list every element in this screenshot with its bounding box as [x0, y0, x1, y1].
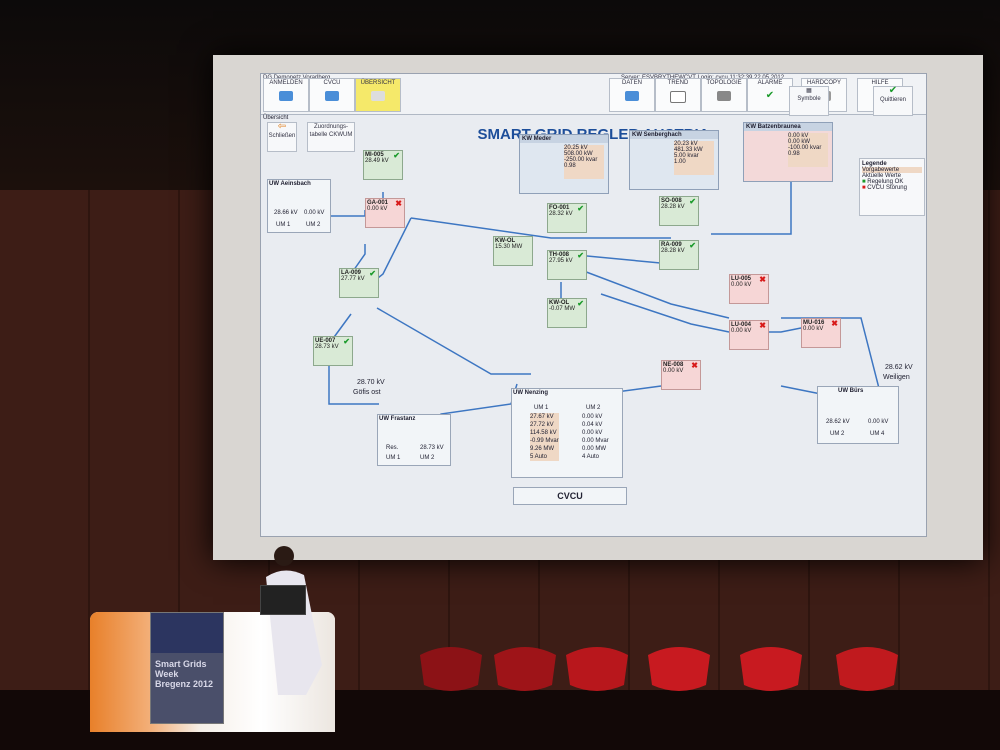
ok-check-icon: ✔ — [369, 269, 376, 278]
node-mu-016[interactable]: MU-016✖0.00 kV — [801, 318, 841, 348]
laptop — [260, 585, 306, 615]
ok-check-icon: ✔ — [343, 337, 350, 346]
menu-alarme-button[interactable]: ALARME✔ — [747, 78, 793, 112]
alarm-cross-icon: ✖ — [691, 361, 698, 370]
node-mi-005[interactable]: MI-005✔28.49 kV — [363, 150, 403, 180]
node-la-009[interactable]: LA-009✔27.77 kV — [339, 268, 379, 298]
ok-check-icon: ✔ — [689, 241, 696, 250]
node-th-008[interactable]: TH-008✔27.95 kV — [547, 250, 587, 280]
menu-anmelden-button[interactable]: ANMELDEN — [263, 78, 309, 112]
arrow-left-icon: ⇦ — [277, 121, 287, 132]
alarm-square-icon: ■ — [862, 185, 866, 191]
alarm-cross-icon: ✖ — [759, 321, 766, 330]
node-lu-004[interactable]: LU-004✖0.00 kV — [729, 320, 769, 350]
substation-aeinsbach[interactable]: UW Aeinsbach 28.66 kV 0.00 kV UM 1 UM 2 — [267, 179, 331, 233]
node-ga-001[interactable]: GA-001✖0.00 kV — [365, 198, 405, 228]
alarm-cross-icon: ✖ — [831, 319, 838, 328]
ok-check-icon: ✔ — [393, 151, 400, 160]
legend: Legende Vorgabewerte Aktuelle Werte ■ Re… — [859, 158, 925, 216]
voltage-label: 28.70 kV — [357, 379, 385, 386]
ok-check-icon: ✔ — [577, 299, 584, 308]
ok-check-icon: ✔ — [577, 251, 584, 260]
presenter — [266, 545, 324, 695]
lounge-chair — [836, 647, 898, 691]
assignment-table-button[interactable]: Zuordnungs- tabelle CKWUM — [307, 122, 355, 152]
lounge-chair — [740, 647, 802, 691]
node-so-008[interactable]: SO-008✔28.28 kV — [659, 196, 699, 226]
lounge-chair — [566, 647, 628, 691]
node-lu-005[interactable]: LU-005✖0.00 kV — [729, 274, 769, 304]
event-banner: Smart Grids Week Bregenz 2012 — [150, 612, 224, 724]
presenter-figure — [266, 546, 322, 695]
scada-window: DG Demonetz Vorarlberg Server: ESVBRYTHE… — [260, 73, 927, 537]
node-ra-009[interactable]: RA-009✔28.28 kV — [659, 240, 699, 270]
alarm-cross-icon: ✖ — [395, 199, 402, 208]
symbols-icon: ▦ — [806, 88, 812, 94]
node-kw-ol-2[interactable]: KW-OL✔-0.07 MW — [547, 298, 587, 328]
cvcu-label: CVCU — [513, 487, 627, 505]
menu-uebersicht-button[interactable]: ÜBERSICHT — [355, 78, 401, 112]
check-icon: ✔ — [888, 85, 898, 96]
topology-icon — [717, 91, 731, 101]
folder-icon — [625, 91, 639, 101]
location-label: Weiligen — [883, 374, 910, 381]
ok-check-icon: ■ — [862, 179, 866, 185]
voltage-label: 28.62 kV — [885, 364, 913, 371]
symbols-button[interactable]: ▦Symbole — [789, 86, 829, 116]
trend-chart-icon — [670, 91, 686, 103]
menu-cvcu-button[interactable]: CVCU — [309, 78, 355, 112]
menu-trend-button[interactable]: TREND — [655, 78, 701, 112]
ok-check-icon: ✔ — [689, 197, 696, 206]
overview-icon — [371, 91, 385, 101]
ok-check-icon: ✔ — [577, 204, 584, 213]
location-label: Göfis ost — [353, 389, 381, 396]
node-ne-008[interactable]: NE-008✖0.00 kV — [661, 360, 701, 390]
lounge-chair — [494, 647, 556, 691]
substation-frastanz[interactable]: UW Frastanz Res. 28.73 kV UM 1 UM 2 — [377, 414, 451, 466]
tab-uebersicht[interactable]: Übersicht — [263, 115, 289, 121]
menu-daten-button[interactable]: DATEN — [609, 78, 655, 112]
lounge-chair — [420, 647, 482, 691]
lounge-chair — [648, 647, 710, 691]
node-ue-007[interactable]: UE-007✔28.73 kV — [313, 336, 353, 366]
node-fo-001[interactable]: FO-001✔28.32 kV — [547, 203, 587, 233]
alarm-cross-icon: ✖ — [759, 275, 766, 284]
substation-buers[interactable]: UW Bürs 28.62 kV 0.00 kV UM 2 UM 4 — [817, 386, 899, 444]
projection-screen: DG Demonetz Vorarlberg Server: ESVBRYTHE… — [213, 55, 983, 560]
check-icon: ✔ — [765, 90, 775, 101]
top-menu-bar: DG Demonetz Vorarlberg Server: ESVBRYTHE… — [261, 74, 926, 115]
user-icon — [279, 91, 293, 101]
close-button[interactable]: ⇦Schließen — [267, 122, 297, 152]
acknowledge-button[interactable]: ✔Quittieren — [873, 86, 913, 116]
menu-topologie-button[interactable]: TOPOLOGIE — [701, 78, 747, 112]
grid-icon — [325, 91, 339, 101]
